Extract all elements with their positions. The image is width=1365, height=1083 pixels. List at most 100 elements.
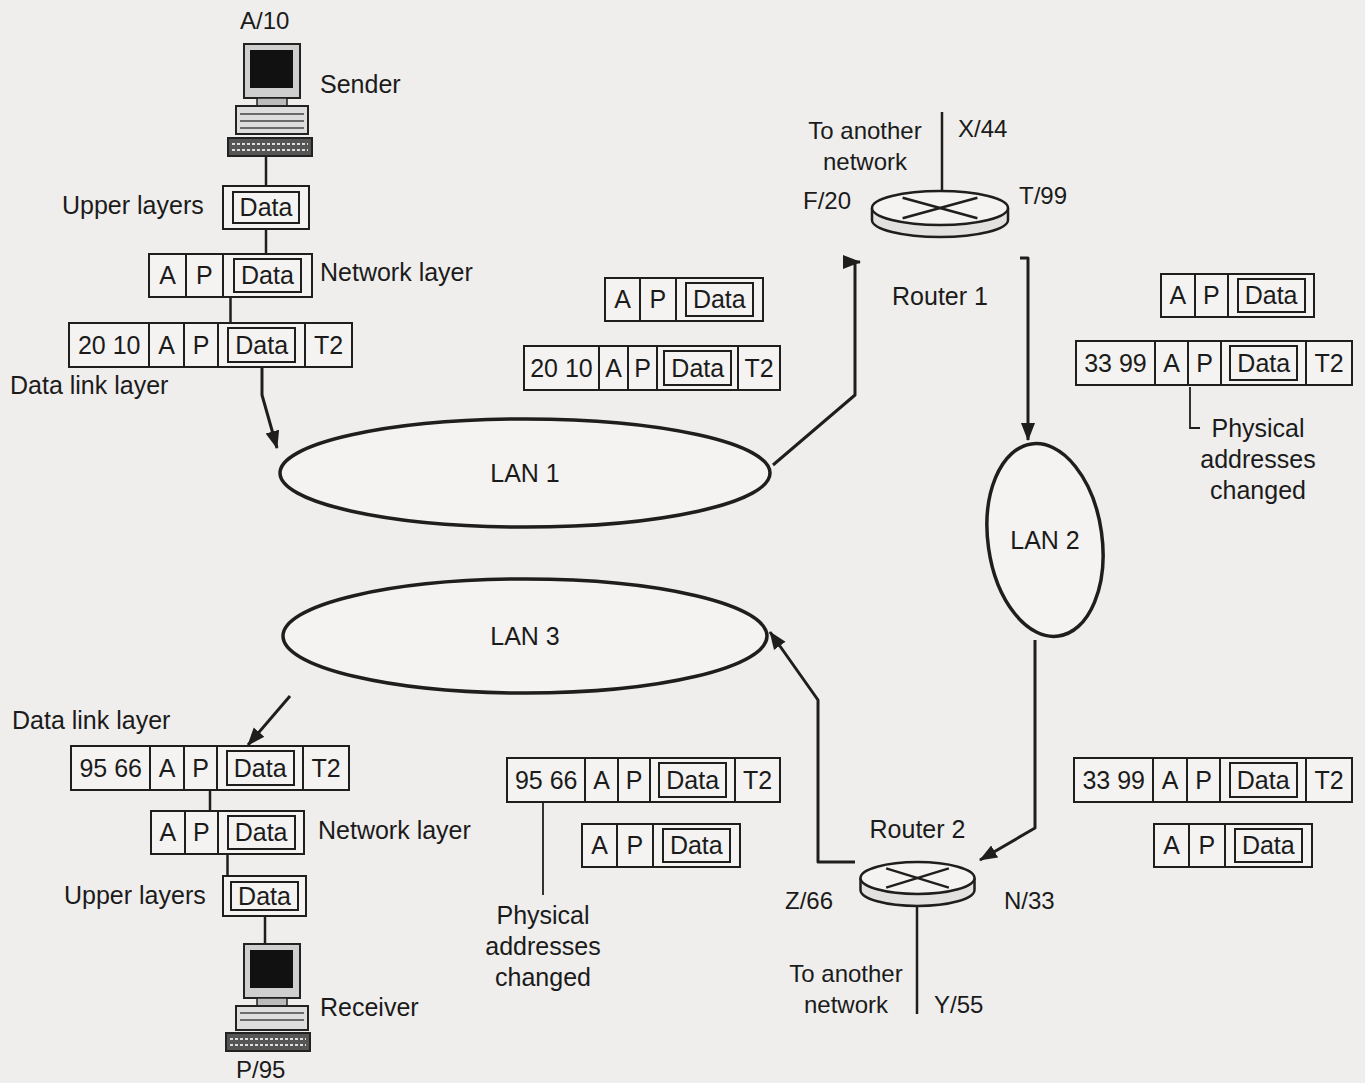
ellipse-shape xyxy=(283,579,767,693)
text-label: N/33 xyxy=(1004,885,1055,916)
field-cell: A xyxy=(148,324,183,366)
frame-box: AP Data xyxy=(150,810,305,855)
router-symbol: Router 2 xyxy=(855,815,980,915)
field-cell: P xyxy=(639,279,674,320)
field-text: A xyxy=(1162,766,1179,795)
field-text: A xyxy=(591,831,608,860)
field-cell: A xyxy=(598,347,627,389)
router-top xyxy=(872,191,1008,225)
field-cell: P xyxy=(1188,825,1223,866)
router-cross xyxy=(903,198,978,218)
field-text: T2 xyxy=(314,331,343,360)
field-text: Data xyxy=(1237,278,1306,313)
field-text: P xyxy=(196,261,213,290)
field-cell: Data xyxy=(656,347,737,389)
text-label: To another network xyxy=(795,115,935,177)
field-text: A xyxy=(1163,831,1180,860)
flow-arrow xyxy=(980,640,1035,860)
ellipse-shape xyxy=(280,419,770,527)
field-cell: T2 xyxy=(304,324,351,366)
data-box: Data xyxy=(222,185,310,230)
text-label: Sender xyxy=(320,69,401,100)
data-text: Data xyxy=(232,191,301,224)
field-cell: Data xyxy=(649,759,734,801)
field-text: P xyxy=(1196,349,1213,378)
router-name: Router 2 xyxy=(855,815,980,844)
field-cell: A xyxy=(1154,342,1187,384)
field-cell: P xyxy=(616,825,651,866)
field-cell: T2 xyxy=(1305,759,1351,801)
flow-arrow xyxy=(248,696,290,745)
field-cell: T2 xyxy=(1305,342,1351,384)
ellipse-shape xyxy=(975,436,1115,644)
field-text: Data xyxy=(662,828,731,863)
field-cell: P xyxy=(184,812,218,853)
text-label: Network layer xyxy=(318,815,471,846)
stack-line xyxy=(226,855,229,875)
field-text: Data xyxy=(1229,345,1298,381)
field-cell: A xyxy=(1155,825,1188,866)
field-text: Data xyxy=(1229,762,1298,798)
field-cell: A xyxy=(583,825,616,866)
data-box: Data xyxy=(222,875,307,917)
frame-box: 95 66APDataT2 xyxy=(70,745,350,791)
frame-box: AP Data xyxy=(148,253,313,298)
case-stripe xyxy=(240,127,304,129)
stack-line xyxy=(209,791,212,810)
field-cell: Data xyxy=(217,324,304,366)
field-text: A xyxy=(159,261,176,290)
text-label: T/99 xyxy=(1019,180,1067,211)
field-text: P xyxy=(627,831,644,860)
flow-arrow xyxy=(1020,258,1028,440)
monitor-base xyxy=(257,98,287,106)
lan-name: LAN 1 xyxy=(490,459,559,488)
stack-line xyxy=(265,230,268,253)
leader-line xyxy=(1190,387,1200,428)
field-text: Data xyxy=(226,750,295,786)
field-cell: P xyxy=(1187,342,1220,384)
field-cell: Data xyxy=(1219,759,1305,801)
field-cell: 20 10 xyxy=(70,324,148,366)
field-cell: T2 xyxy=(737,347,779,389)
field-text: P xyxy=(650,285,667,314)
cpu-case xyxy=(236,1006,308,1030)
field-cell: Data xyxy=(222,255,311,296)
frame-box: 33 99APDataT2 xyxy=(1075,340,1353,386)
field-text: T2 xyxy=(745,354,774,383)
field-cell: P xyxy=(183,747,217,789)
keyboard xyxy=(226,1033,310,1051)
field-text: Data xyxy=(227,327,296,363)
field-text: P xyxy=(193,818,210,847)
case-stripe xyxy=(240,120,304,122)
field-text: P xyxy=(193,331,210,360)
field-cell: A xyxy=(606,279,639,320)
lan-ellipse: LAN 1 xyxy=(277,416,773,530)
field-cell: A xyxy=(584,759,617,801)
field-text: A xyxy=(159,818,176,847)
text-label: Upper layers xyxy=(62,190,204,221)
frame-box: AP Data xyxy=(581,823,741,868)
text-label: Network layer xyxy=(320,257,473,288)
case-stripe xyxy=(240,1019,304,1021)
field-cell: A xyxy=(1152,759,1186,801)
field-text: Data xyxy=(227,815,296,850)
text-label: Data link layer xyxy=(12,705,170,736)
field-text: A xyxy=(1169,281,1186,310)
lan-ellipse: LAN 3 xyxy=(280,576,770,696)
field-text: A xyxy=(1163,349,1180,378)
field-text: A xyxy=(605,354,622,383)
monitor-base xyxy=(257,998,287,1006)
field-cell: P xyxy=(617,759,650,801)
flow-arrow xyxy=(262,368,277,448)
monitor xyxy=(244,44,300,98)
frame-box: 33 99APDataT2 xyxy=(1073,757,1353,803)
field-cell: Data xyxy=(216,747,302,789)
flow-arrow xyxy=(773,262,860,465)
text-label: Physical addresses changed xyxy=(473,900,613,993)
field-text: P xyxy=(634,354,651,383)
text-label: Receiver xyxy=(320,992,419,1023)
cable-line xyxy=(265,157,268,185)
router-cross xyxy=(903,198,978,218)
field-text: T2 xyxy=(1314,766,1343,795)
keyboard-keys xyxy=(232,143,308,145)
